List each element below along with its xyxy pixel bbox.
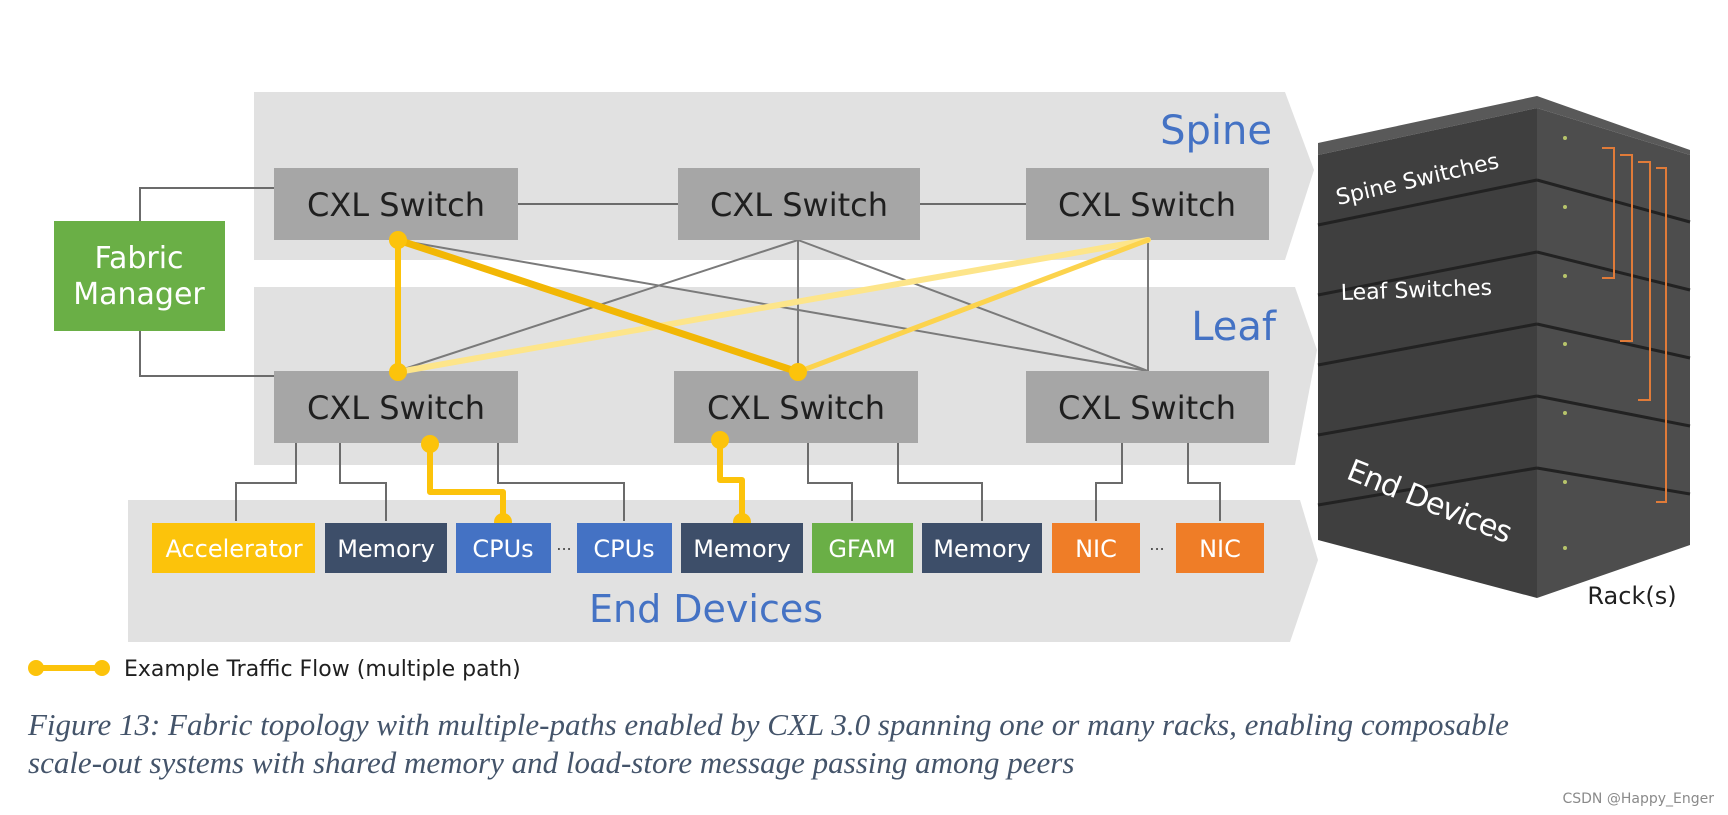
device-cpus: CPUs [577, 523, 672, 573]
device-memory-box [922, 523, 1042, 573]
legend: Example Traffic Flow (multiple path) [28, 657, 521, 682]
traffic-flow-nodes [389, 231, 807, 531]
switch-label: CXL Switch [710, 186, 888, 224]
device-ellipsis: ... [1149, 535, 1164, 554]
device-memory-box [681, 523, 803, 573]
switch-label: CXL Switch [1058, 186, 1236, 224]
rack-caption: Rack(s) [1587, 582, 1676, 610]
switch-label: CXL Switch [307, 389, 485, 427]
leaf-switch-1: CXL Switch [274, 371, 518, 443]
device-gfam: GFAM [812, 523, 913, 573]
device-label: Accelerator [165, 535, 302, 563]
device-nic: NIC [1176, 523, 1264, 573]
device-memory: Memory [681, 523, 803, 573]
switch-label: CXL Switch [1058, 389, 1236, 427]
leaf-tier-label: Leaf [1191, 304, 1277, 350]
device-label: NIC [1199, 535, 1241, 563]
fabric-manager-label-line2: Manager [73, 277, 205, 312]
fabric-manager-leaf-link [139, 331, 274, 377]
leaf-device-connectors [235, 443, 1221, 521]
device-accelerator-box [152, 523, 315, 573]
traffic-flow [394, 236, 1151, 526]
watermark: CSDN @Happy_Enger [1562, 791, 1714, 807]
device-nic: NIC [1052, 523, 1140, 573]
device-cpus-box [577, 523, 672, 573]
switch-label: CXL Switch [307, 186, 485, 224]
device-memory: Memory [922, 523, 1042, 573]
figure-caption-line2: scale-out systems with shared memory and… [28, 745, 1075, 780]
fabric-manager: Fabric Manager [54, 221, 225, 331]
leaf-switch-3: CXL Switch [1026, 371, 1269, 443]
spine-switch-3: CXL Switch [1026, 168, 1269, 240]
device-label: GFAM [828, 535, 895, 563]
device-label: Memory [933, 535, 1031, 563]
spine-switch-1: CXL Switch [274, 168, 518, 240]
device-label: Memory [693, 535, 791, 563]
rack-orange-links [1602, 147, 1667, 503]
spine-tier-label: Spine [1160, 108, 1272, 154]
device-label: CPUs [593, 535, 654, 563]
device-accelerator: Accelerator [152, 523, 315, 573]
switch-label: CXL Switch [707, 389, 885, 427]
rack-top [1318, 96, 1690, 155]
rack-front-face [1318, 108, 1537, 598]
legend-traffic-node [28, 660, 44, 676]
figure-caption-line1: Figure 13: Fabric topology with multiple… [28, 707, 1509, 742]
legend-traffic-node [94, 660, 110, 676]
device-label: NIC [1075, 535, 1117, 563]
device-cpus: CPUs [456, 523, 551, 573]
device-nic-box [1176, 523, 1264, 573]
rack-illustration: Spine Switches Leaf Switches End Devices… [1317, 96, 1691, 610]
legend-label: Example Traffic Flow (multiple path) [124, 657, 521, 682]
cxl-fabric-diagram: Spine Leaf End Devices CXL Switch CXL Sw… [28, 92, 1691, 682]
rack-leaf-label: Leaf Switches [1340, 276, 1492, 306]
rack-shelf-lines [1317, 178, 1691, 507]
device-memory-box [325, 523, 447, 573]
device-ellipsis: ... [556, 535, 571, 554]
spine-switch-2: CXL Switch [678, 168, 920, 240]
device-gfam-box [812, 523, 913, 573]
rack-indicator-leds [1563, 136, 1567, 550]
fabric-manager-label-line1: Fabric [94, 241, 183, 276]
fabric-manager-spine-link [139, 187, 274, 221]
device-memory: Memory [325, 523, 447, 573]
device-nic-box [1052, 523, 1140, 573]
figure-caption: Figure 13: Fabric topology with multiple… [28, 706, 1708, 782]
device-cpus-box [456, 523, 551, 573]
device-label: Memory [337, 535, 435, 563]
end-devices-tier-label: End Devices [589, 587, 823, 631]
leaf-switch-2: CXL Switch [674, 371, 918, 443]
device-label: CPUs [472, 535, 533, 563]
